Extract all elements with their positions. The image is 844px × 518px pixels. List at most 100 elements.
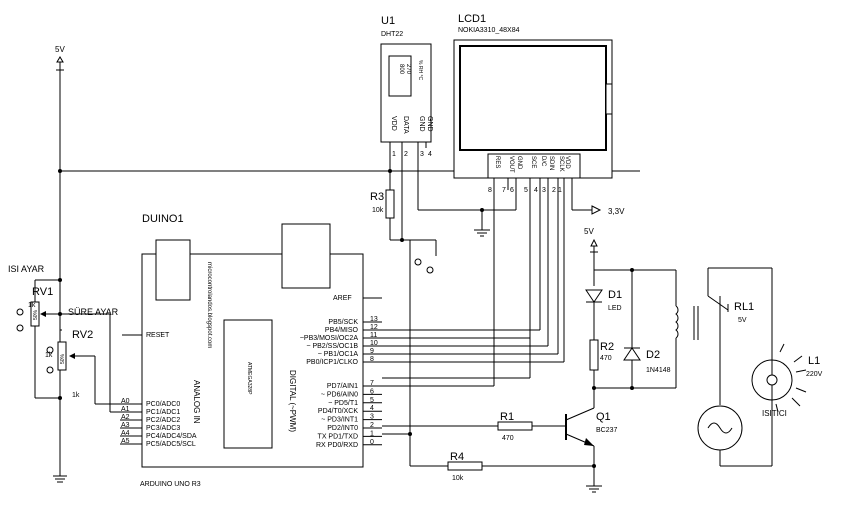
l1-lamp: L1 220V ISITICI [751, 343, 823, 418]
duino-right-pin-name: TX PD1/TXD [318, 433, 358, 440]
d1-ref: D1 [608, 289, 622, 301]
r3-ref: R3 [370, 191, 384, 203]
lcd-pin-name: GND [516, 156, 522, 170]
lcd-pin-name: VDD [564, 156, 570, 169]
rv2-ref: RV2 [72, 329, 93, 341]
u1-pin-name: GND [426, 116, 433, 132]
u1-part: DHT22 [381, 31, 403, 38]
power-5v-left-label: 5V [55, 45, 65, 54]
duino-right-pin-num: 10 [370, 340, 378, 347]
duino-right-pin-num: 9 [370, 348, 374, 355]
duino-right-pin-num: 5 [370, 397, 374, 404]
duino-left-pin-num: A4 [121, 430, 130, 437]
q1-transistor: Q1 BC237 [565, 388, 618, 493]
duino-right-pin-num: 12 [370, 324, 378, 331]
duino-right-pin-name: PB5/SCK [328, 319, 358, 326]
power-3v3-label: 3,3V [608, 207, 625, 216]
u1-pin-num: 1 [392, 151, 396, 158]
rv1-value: 1k [28, 302, 36, 309]
duino-analog-label: ANALOG IN [192, 380, 201, 424]
lcd-pin-num: 6 [510, 187, 514, 194]
r3-resistor: R3 10k [370, 148, 436, 241]
lcd-pin-name: SCLK [558, 156, 564, 172]
duino-left-pin-num: A1 [121, 406, 130, 413]
duino-left-pin-num: A0 [121, 398, 130, 405]
q1-ref: Q1 [596, 411, 611, 423]
u1-pin-num: 3 [420, 151, 424, 158]
duino-right-pin-name: ~ PB2/SS/OC1B [306, 343, 358, 350]
duino-left-pin-num: A3 [121, 422, 130, 429]
duino-right-pin-name: ~ PD6/AIN0 [321, 391, 358, 398]
rv2-label: SÜRE AYAR [68, 307, 119, 317]
lcd-pin-num: 3 [542, 187, 546, 194]
lcd-pin-name: RES [494, 156, 500, 168]
r2-value: 470 [600, 355, 612, 362]
d1-led: D1 LED [585, 270, 622, 340]
lcd-pin-name: D/C [540, 156, 546, 167]
d2-diode: D2 1N4148 [623, 270, 671, 388]
lcd-pin-name: VOUT [508, 156, 514, 173]
power-5v-left: 5V [53, 45, 67, 483]
u1-display-2: 270 [405, 64, 411, 75]
lcd-pin-num: 1 [558, 187, 562, 194]
r4-resistor: R4 10k [410, 451, 594, 482]
lcd-data-wires [382, 190, 565, 387]
duino-right-pin-name: PB4/MISO [325, 327, 359, 334]
power-5v-right-label: 5V [584, 227, 594, 236]
u1-pin-name: DATA [402, 116, 409, 134]
r1-value: 470 [502, 435, 514, 442]
q1-value: BC237 [596, 427, 618, 434]
lcd-pin-name: SDIN [548, 156, 554, 170]
u1-pin-num: 4 [428, 151, 432, 158]
dht22-sensor: U1 DHT22 800 270 % RH °C VDD1DATA2GND3GN… [380, 15, 433, 158]
r2-ref: R2 [600, 341, 614, 353]
r3-value: 10k [372, 207, 384, 214]
duino-ref: DUINO1 [142, 213, 184, 225]
lcd-pin-num: 5 [524, 187, 528, 194]
duino-right-pin-num: 4 [370, 405, 374, 412]
rv2-value: 1k [45, 352, 53, 359]
duino-left-pin-name: PC0/ADC0 [146, 401, 180, 408]
duino-brand: microcontrolandos.blogspot.com [206, 262, 212, 348]
duino-right-pin-name: ~ PD3/INT1 [321, 417, 358, 424]
duino-part: ARDUINO UNO R3 [140, 481, 201, 488]
duino-left-pin-name: PC2/ADC2 [146, 417, 180, 424]
duino-right-pin-num: 2 [370, 422, 374, 429]
d2-ref: D2 [646, 349, 660, 361]
r2-resistor: R2 470 [589, 339, 614, 388]
duino-left-pin-name: PC1/ADC1 [146, 409, 180, 416]
l1-value: 220V [806, 371, 823, 378]
duino-right-pin-num: 3 [370, 414, 374, 421]
rl1-relay: RL1 5V [675, 267, 772, 405]
arduino-uno: DUINO1 ATMEGA328P microcontrolandos.blog… [120, 213, 382, 488]
u1-display-1: 800 [398, 64, 404, 75]
duino-right-pin-name: ~ PD5/T1 [328, 400, 358, 407]
rv2-value-2: 1k [72, 392, 80, 399]
rv1-pct: 50% [33, 309, 39, 320]
duino-chip-text: ATMEGA328P [246, 362, 252, 395]
d1-value: LED [608, 305, 622, 312]
duino-right-pin-name: PD4/T0/XCK [318, 408, 358, 415]
duino-right-pin-name: PD7/AIN1 [327, 383, 358, 390]
r1-ref: R1 [500, 411, 514, 423]
duino-right-pin-num: 6 [370, 388, 374, 395]
duino-right-pin-name: ~ PB1/OC1A [318, 351, 359, 358]
r1-resistor: R1 470 [497, 411, 566, 442]
duino-chip [223, 319, 273, 449]
ac-source [697, 405, 772, 467]
lcd-pin-num: 2 [552, 187, 556, 194]
lcd-pin-name: SCE [530, 156, 536, 168]
nokia-lcd: LCD1 NOKIA3310_48X84 RES8VOUT7GND6SCE5D/… [453, 13, 613, 194]
duino-left-pin-name: PC3/ADC3 [146, 425, 180, 432]
u1-pin-name: VDD [390, 116, 397, 131]
power-3v3: 3,3V [571, 190, 625, 216]
l1-label: ISITICI [762, 409, 787, 418]
u1-units: % RH °C [417, 60, 423, 80]
rv2-potentiometer: 50% SÜRE AYAR RV2 1k 1k [45, 307, 120, 405]
rv1-ref: RV1 [32, 286, 53, 298]
